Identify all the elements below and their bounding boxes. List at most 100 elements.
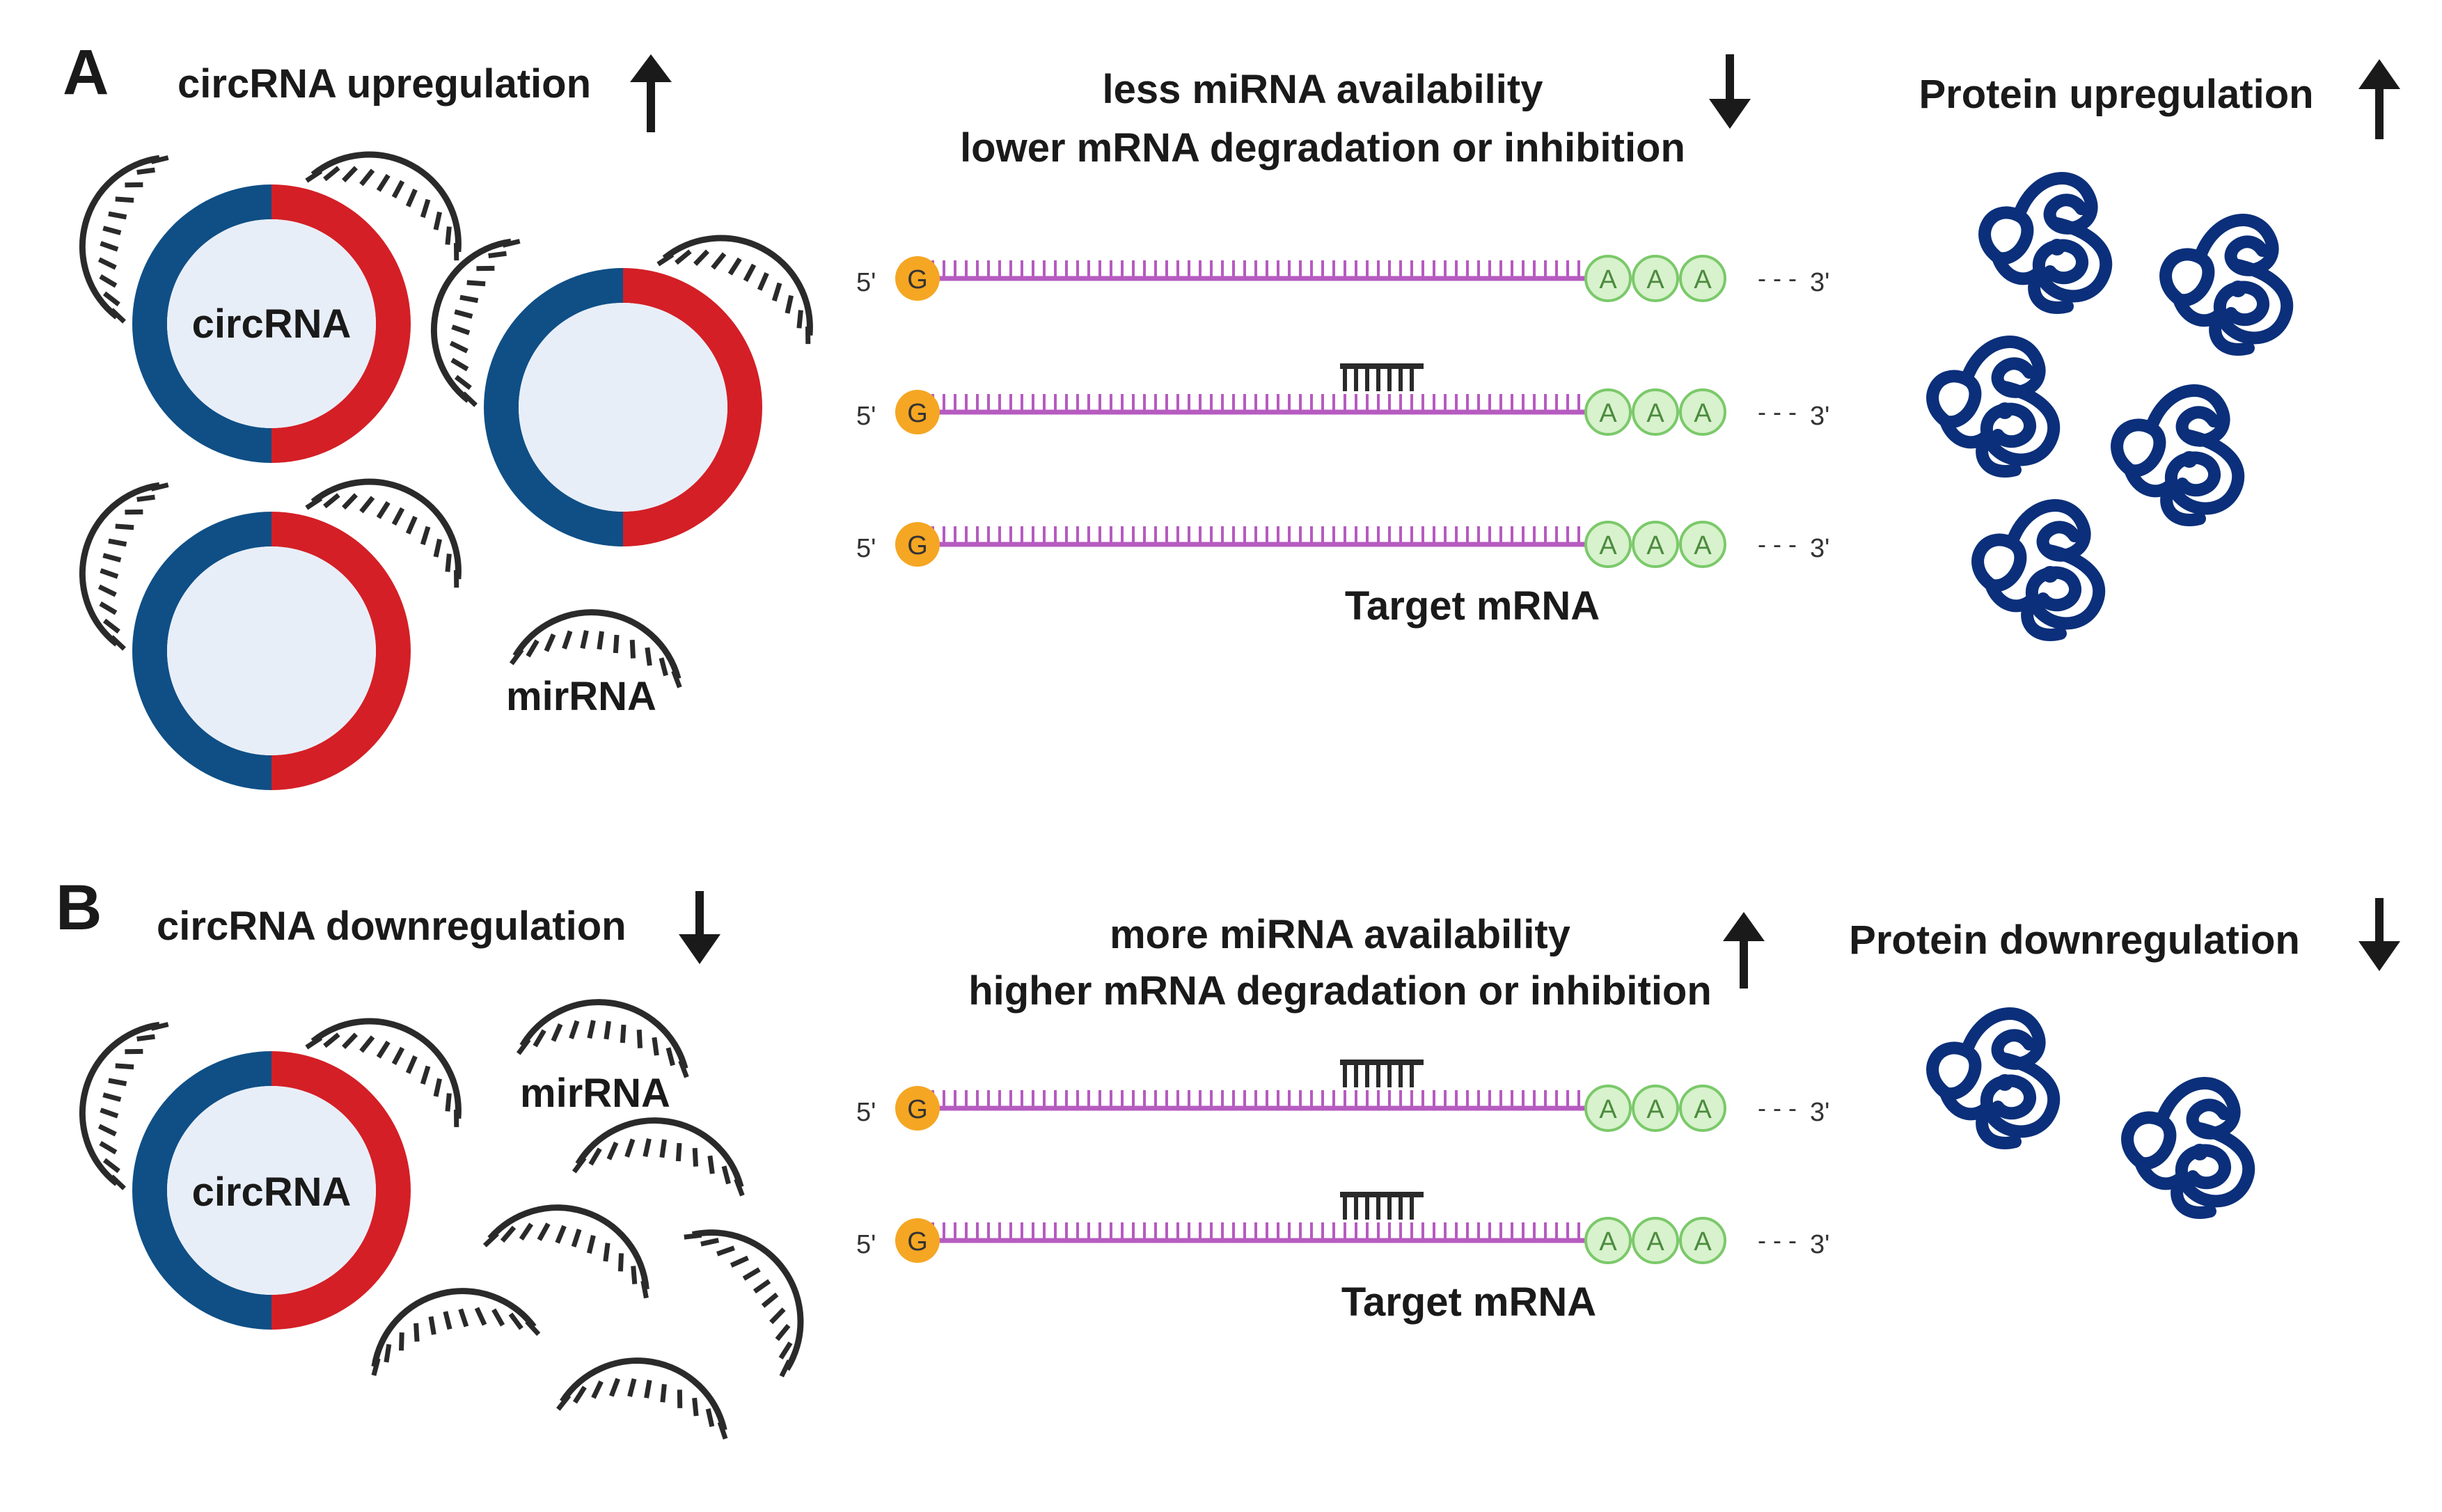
arrow-down-icon — [2358, 898, 2400, 971]
five-prime-label: 5' — [856, 1230, 876, 1259]
cap-label: G — [907, 399, 928, 428]
circrna-icon — [63, 125, 486, 463]
cap-label: G — [907, 1227, 928, 1257]
bound-mirna-icon — [1340, 1060, 1424, 1087]
poly-a-icon — [1679, 521, 1726, 568]
circrna-icon — [415, 209, 837, 546]
tail-dashes: - - - — [1758, 397, 1797, 426]
poly-a-icon — [1584, 388, 1632, 436]
arrow-up-icon — [1723, 912, 1765, 989]
poly-a-label: A — [1694, 531, 1712, 560]
panel-b-protein-title: Protein downregulation — [1849, 918, 2300, 963]
poly-a-label: A — [1694, 265, 1712, 294]
poly-a-label: A — [1694, 1095, 1712, 1124]
mirna-icon — [574, 1110, 751, 1195]
poly-a-icon — [1632, 1217, 1679, 1264]
poly-a-icon — [1632, 1085, 1679, 1132]
poly-a-label: A — [1599, 1227, 1617, 1257]
poly-a-icon — [1679, 388, 1726, 436]
cap-label: G — [907, 1095, 928, 1124]
poly-a-label: A — [1646, 1095, 1664, 1124]
mirna-icon — [558, 1347, 736, 1438]
mirna-icon — [485, 1186, 665, 1298]
panel-a: A circRNA upregulation circRNA — [63, 37, 2400, 790]
cap-label: G — [907, 531, 928, 560]
poly-a-label: A — [1694, 399, 1712, 428]
panel-a-letter: A — [63, 37, 109, 108]
arrow-up-icon — [2358, 59, 2400, 139]
poly-a-label: A — [1599, 265, 1617, 294]
poly-a-icon — [1679, 255, 1726, 302]
five-prime-label: 5' — [856, 534, 876, 563]
panel-a-mirna-label: mirRNA — [506, 674, 656, 719]
panel-a-mrna-label: Target mRNA — [1345, 583, 1600, 629]
cap-icon — [895, 1218, 940, 1263]
tail-dashes: - - - — [1758, 530, 1797, 558]
poly-a-label: A — [1646, 399, 1664, 428]
poly-a-label: A — [1646, 265, 1664, 294]
poly-a-icon — [1679, 1217, 1726, 1264]
poly-a-label: A — [1694, 1227, 1712, 1257]
protein-icon — [1985, 178, 2106, 308]
poly-a-label: A — [1646, 1227, 1664, 1257]
panel-a-circrna-title: circRNA upregulation — [178, 61, 591, 107]
panel-a-mirna-line1: less miRNA availability — [1103, 67, 1543, 112]
poly-a-icon — [1632, 521, 1679, 568]
three-prime-label: 3' — [1810, 268, 1829, 297]
bound-mirna-icon — [1340, 1192, 1424, 1220]
protein-icon — [2127, 1083, 2248, 1213]
arrow-down-icon — [1709, 54, 1751, 129]
tail-dashes: - - - — [1758, 1094, 1797, 1122]
protein-icon — [1978, 505, 2099, 635]
panel-b-mrna-label: Target mRNA — [1341, 1279, 1596, 1325]
poly-a-label: A — [1646, 531, 1664, 560]
protein-icon — [2166, 220, 2287, 349]
panel-b-circrna-title: circRNA downregulation — [157, 904, 627, 949]
poly-a-icon — [1632, 388, 1679, 436]
panel-b-circrna-label: circRNA — [192, 1170, 352, 1215]
poly-a-icon — [1584, 1085, 1632, 1132]
mirna-icon — [359, 1273, 539, 1376]
panel-a-mirna-line2: lower mRNA degradation or inhibition — [960, 125, 1685, 171]
mirna-icon — [684, 1201, 833, 1376]
cap-icon — [895, 1086, 940, 1131]
five-prime-label: 5' — [856, 402, 876, 431]
panel-a-circrna-label: circRNA — [192, 301, 352, 347]
arrow-down-icon — [679, 891, 720, 964]
three-prime-label: 3' — [1810, 1230, 1829, 1259]
cap-label: G — [907, 265, 928, 294]
arrow-up-icon — [630, 54, 672, 132]
cap-icon — [895, 256, 940, 301]
three-prime-label: 3' — [1810, 1098, 1829, 1127]
bound-mirna-icon — [1340, 363, 1424, 391]
poly-a-label: A — [1599, 399, 1617, 428]
poly-a-icon — [1584, 1217, 1632, 1264]
five-prime-label: 5' — [856, 1098, 876, 1127]
three-prime-label: 3' — [1810, 402, 1829, 431]
cap-icon — [895, 390, 940, 434]
tail-dashes: - - - — [1758, 1226, 1797, 1254]
poly-a-label: A — [1599, 531, 1617, 560]
protein-icon — [2117, 391, 2238, 520]
panel-b-mirna-line2: higher mRNA degradation or inhibition — [968, 968, 1712, 1014]
panel-a-protein-title: Protein upregulation — [1919, 72, 2313, 117]
protein-icon — [1932, 342, 2054, 471]
three-prime-label: 3' — [1810, 534, 1829, 563]
five-prime-label: 5' — [856, 268, 876, 297]
circrna-icon — [63, 992, 486, 1330]
mirna-icon — [519, 991, 695, 1077]
poly-a-icon — [1584, 255, 1632, 302]
panel-b-mirna-label: mirRNA — [520, 1071, 670, 1116]
poly-a-icon — [1584, 521, 1632, 568]
poly-a-icon — [1679, 1085, 1726, 1132]
panel-b-mirna-line1: more miRNA availability — [1110, 912, 1570, 957]
circrna-icon — [63, 452, 486, 790]
panel-b: B circRNA downregulation circRNA mirRNA … — [56, 872, 2400, 1439]
poly-a-label: A — [1599, 1095, 1617, 1124]
